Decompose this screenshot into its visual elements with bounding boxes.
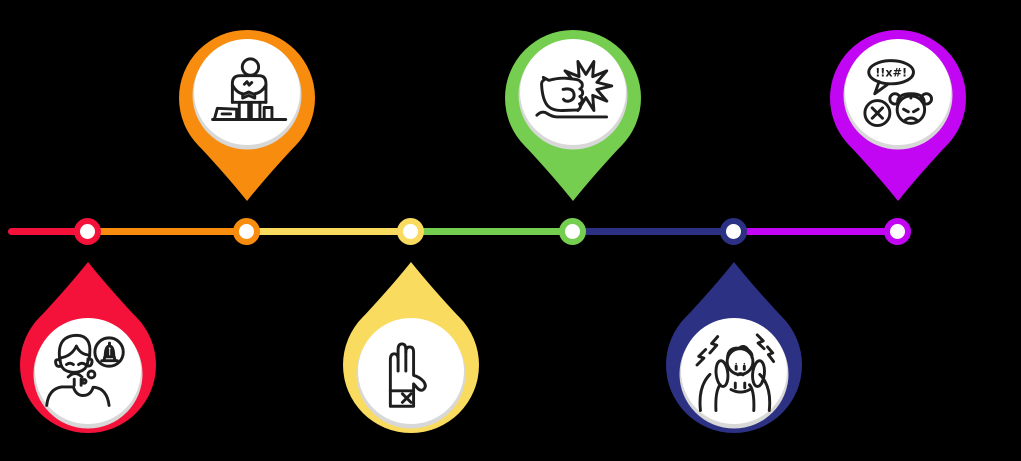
stop-hand-x-icon	[388, 342, 427, 408]
timeline-segment-6	[734, 228, 898, 235]
timeline-segment-2	[88, 228, 247, 235]
worried-person-alarm-thought-icon	[45, 333, 125, 407]
marker-stop-hand	[341, 261, 481, 437]
marker-stress	[664, 261, 804, 437]
timeline-segment-4	[411, 228, 573, 235]
fist-punch-icon	[535, 60, 614, 119]
timeline-node-3	[397, 218, 424, 245]
stressed-person-holding-head-icon	[695, 333, 776, 413]
timeline-node-4	[559, 218, 586, 245]
timeline-segment-5	[573, 228, 734, 235]
timeline-node-2	[233, 218, 260, 245]
timeline-node-6	[884, 218, 911, 245]
timeline-node-5	[720, 218, 747, 245]
timeline-segment-3	[247, 228, 411, 235]
timeline-node-1	[74, 218, 101, 245]
marker-worry	[18, 261, 158, 437]
marker-overwork	[177, 28, 317, 207]
angry-girl-swearing-icon: !!x#!	[863, 59, 934, 128]
marker-verbal-abuse: !!x#!	[828, 28, 968, 207]
timeline-segment-1	[8, 228, 88, 235]
marker-violence	[503, 28, 643, 207]
person-overworking-icon	[211, 57, 288, 121]
swear-bubble-text: !!x#!	[875, 67, 907, 80]
